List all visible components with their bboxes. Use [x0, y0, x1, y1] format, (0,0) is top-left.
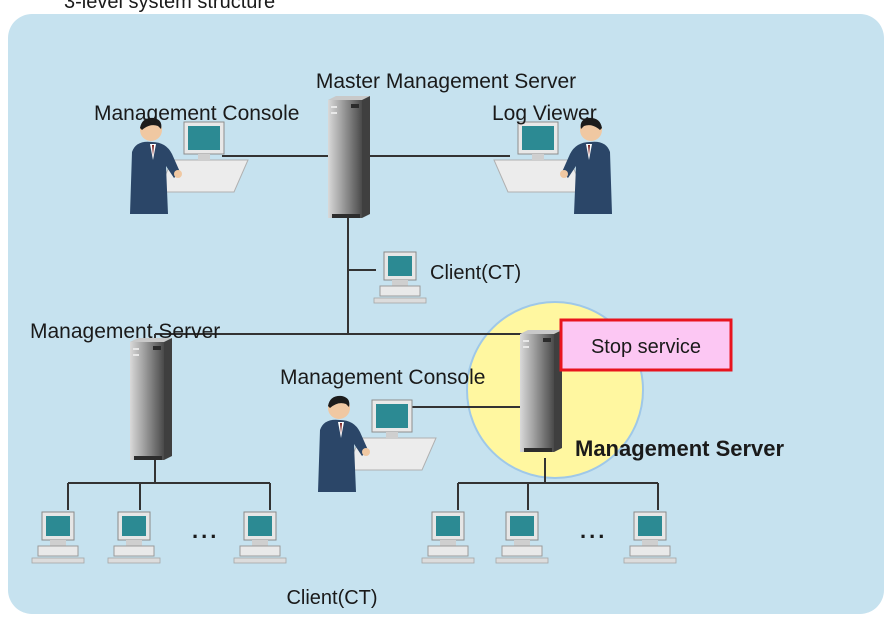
master-server-icon	[328, 96, 370, 218]
log-viewer-label: Log Viewer	[492, 102, 597, 125]
master-server-label: Master Management Server	[316, 70, 576, 93]
stop-service-label: Stop service	[591, 336, 701, 358]
client-bottom-label: Client(CT)	[286, 587, 377, 609]
right-server-icon	[520, 330, 562, 452]
mgmt-server-left-label: Management Server	[30, 320, 220, 343]
mgmt-server-right-label: Management Server	[575, 436, 785, 461]
client-top-label: Client(CT)	[430, 262, 521, 284]
stop-service-callout	[559, 318, 733, 372]
diagram-title: 3-level system structure	[64, 0, 275, 13]
console-mid-label: Management Console	[280, 366, 485, 389]
ellipsis-right: ...	[580, 518, 607, 543]
left-server-icon	[130, 338, 172, 460]
console-top-label: Management Console	[94, 102, 299, 125]
ellipsis-left: ...	[192, 518, 219, 543]
